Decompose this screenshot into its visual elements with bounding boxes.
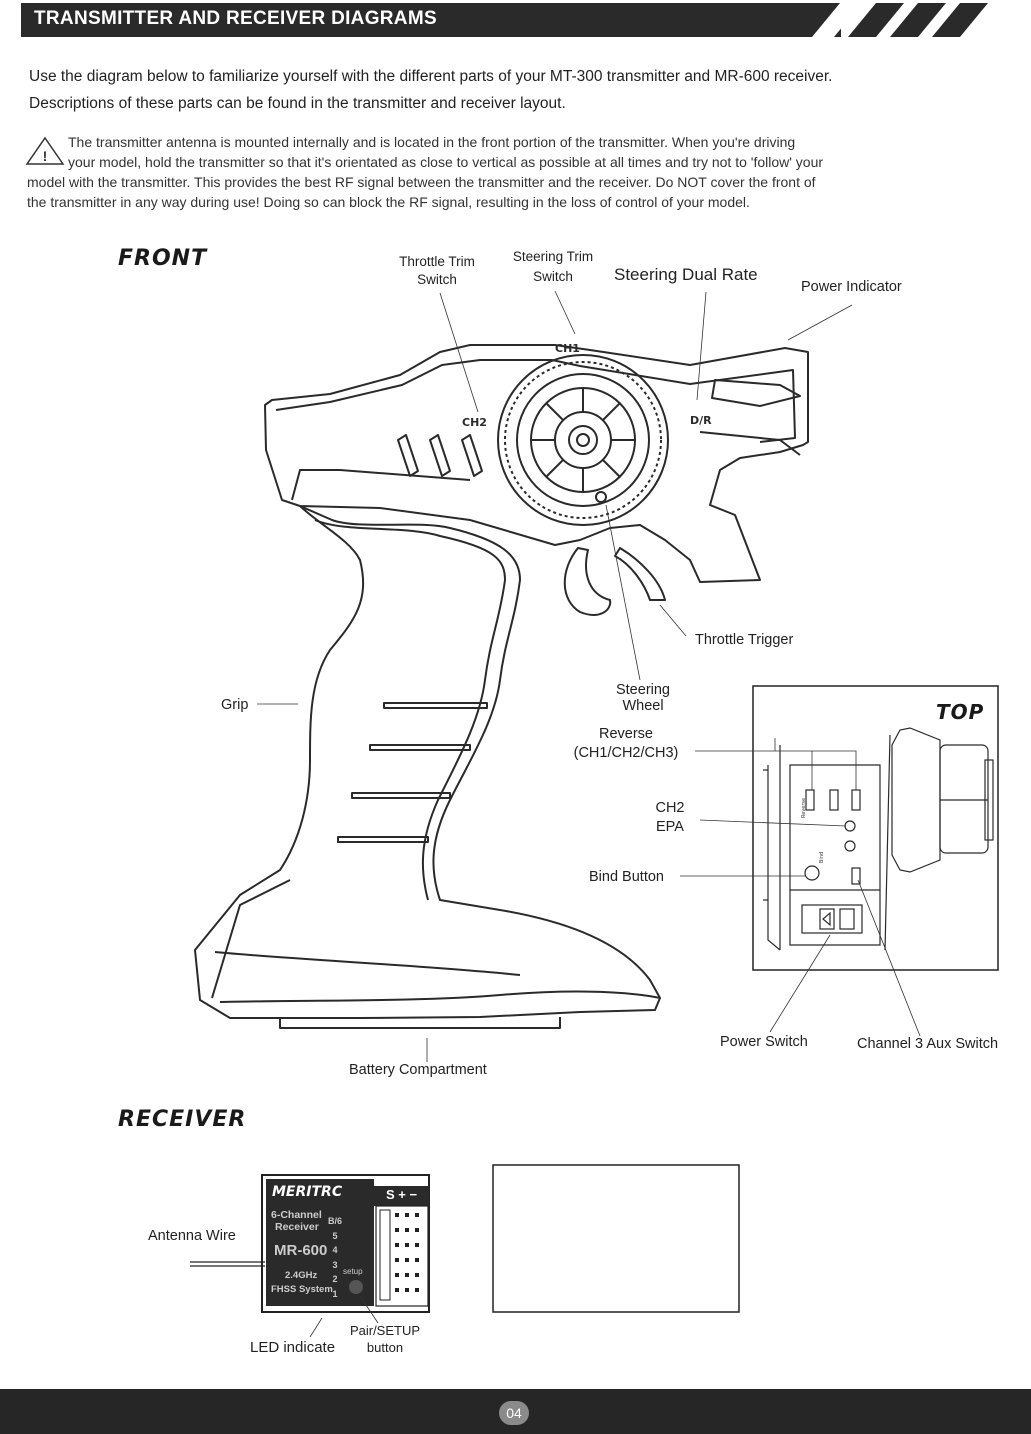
- label-steering-trim-2: Switch: [533, 269, 573, 284]
- receiver-freq: 2.4GHz: [285, 1270, 318, 1281]
- receiver-line-a: 6-Channel: [271, 1209, 322, 1221]
- warning-line-2: your model, hold the transmitter so that…: [68, 154, 824, 170]
- label-throttle-trim-2: Switch: [417, 272, 457, 287]
- page-title: TRANSMITTER AND RECEIVER DIAGRAMS: [34, 8, 437, 29]
- svg-text:Bind: Bind: [819, 852, 825, 863]
- label-throttle-trigger: Throttle Trigger: [695, 632, 794, 648]
- receiver-ch-label: 4: [332, 1245, 338, 1255]
- header-stripes: [800, 3, 988, 37]
- label-ch2-epa-2: EPA: [656, 819, 684, 835]
- label-power-switch: Power Switch: [720, 1034, 808, 1050]
- receiver-system: FHSS System: [271, 1284, 333, 1295]
- label-pair-setup-2: button: [366, 1340, 404, 1355]
- receiver-channel-labels: B/6 5 4 3 2 1: [328, 1214, 342, 1301]
- label-steering-wheel-2: Wheel: [622, 698, 664, 714]
- receiver-ch-label: B/6: [328, 1216, 343, 1226]
- header-bar: [21, 3, 841, 37]
- receiver-ch-label: 3: [332, 1259, 338, 1270]
- receiver-setup-mark: setup: [343, 1267, 363, 1276]
- label-reverse-2: (CH1/CH2/CH3): [573, 745, 679, 761]
- intro-line-1: Use the diagram below to familiarize you…: [29, 68, 833, 85]
- label-battery-compartment: Battery Compartment: [349, 1062, 487, 1078]
- dr-mark: D/R: [690, 414, 712, 427]
- label-ch2-epa-1: CH2: [655, 800, 685, 816]
- top-section-title: TOP: [936, 700, 985, 724]
- receiver-model: MR-600: [274, 1242, 328, 1259]
- label-steering-dual-rate: Steering Dual Rate: [614, 265, 758, 284]
- label-pair-setup-1: Pair/SETUP: [349, 1323, 421, 1338]
- warning-line-1: The transmitter antenna is mounted inter…: [68, 134, 796, 150]
- label-steering-wheel-1: Steering: [615, 682, 670, 698]
- receiver-ch-label: 2: [332, 1274, 338, 1284]
- label-reverse-1: Reverse: [599, 726, 653, 742]
- ch2-mark: CH2: [462, 416, 487, 429]
- receiver-line-b: Receiver: [275, 1221, 319, 1233]
- label-grip: Grip: [221, 697, 249, 713]
- intro-line-2: Descriptions of these parts can be found…: [29, 95, 566, 112]
- label-bind-button: Bind Button: [589, 869, 664, 885]
- receiver-ch-label: 1: [332, 1288, 338, 1299]
- page-number: 04: [499, 1401, 529, 1425]
- ch1-mark: CH1: [555, 342, 580, 355]
- receiver-header-pins: S + −: [386, 1187, 418, 1202]
- receiver-section-title: RECEIVER: [118, 1107, 247, 1132]
- label-steering-trim-1: Steering Trim: [512, 249, 594, 264]
- receiver-ch-label: 5: [332, 1230, 338, 1241]
- label-led-indicate: LED indicate: [250, 1339, 336, 1356]
- label-antenna-wire: Antenna Wire: [148, 1228, 236, 1244]
- label-channel3-aux: Channel 3 Aux Switch: [857, 1036, 999, 1052]
- warning-line-4: the transmitter in any way during use! D…: [27, 194, 750, 210]
- svg-text:Reverse: Reverse: [801, 798, 807, 818]
- receiver-brand: MERITRC: [272, 1184, 343, 1200]
- label-power-indicator: Power Indicator: [801, 279, 902, 295]
- label-throttle-trim-1: Throttle Trim: [399, 254, 475, 269]
- warning-line-3: model with the transmitter. This provide…: [27, 174, 816, 190]
- front-section-title: FRONT: [118, 246, 208, 271]
